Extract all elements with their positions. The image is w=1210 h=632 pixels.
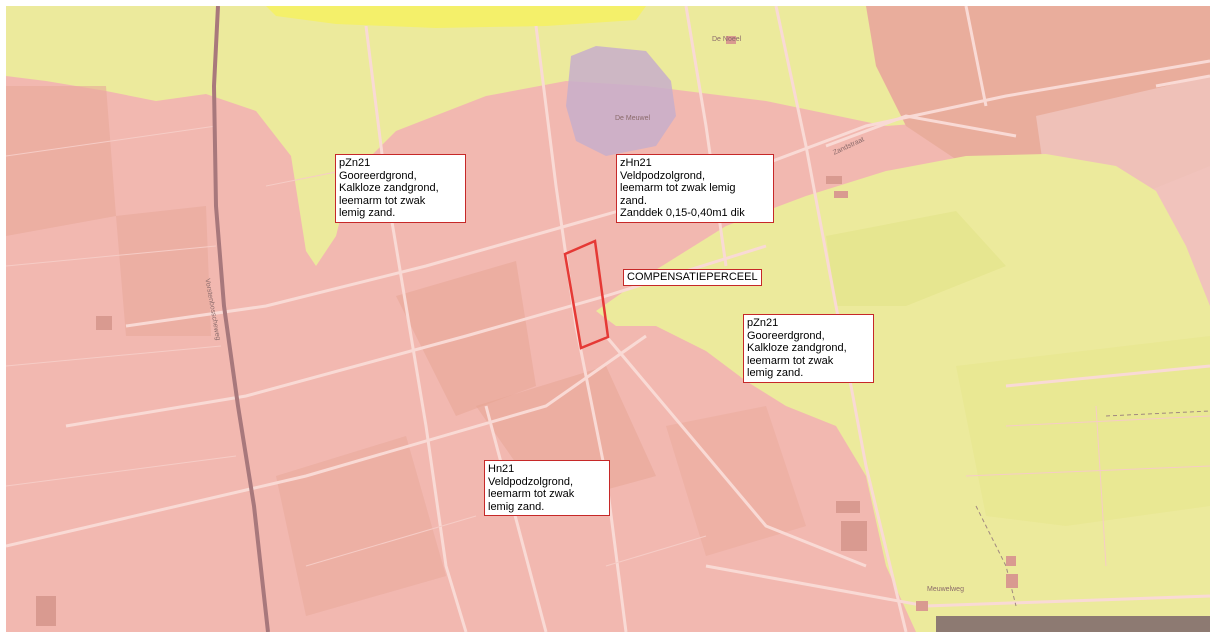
label-line: lemig zand.: [339, 207, 396, 219]
soil-area-bright-yellow: [266, 6, 646, 28]
label-line: leemarm tot zwak lemig: [620, 182, 736, 194]
label-line: pZn21: [339, 157, 371, 169]
compensation-parcel-label: COMPENSATIEPERCEEL: [623, 269, 762, 286]
label-line: Kalkloze zandgrond,: [747, 342, 847, 354]
label-line: leemarm tot zwak: [339, 194, 426, 207]
soil-label-pzn21-north: pZn21 Gooreerdgrond, Kalkloze zandgrond,…: [335, 154, 466, 223]
compensation-parcel-outline[interactable]: [563, 239, 610, 350]
soil-label-pzn21-east: pZn21 Gooreerdgrond, Kalkloze zandgrond,…: [743, 314, 874, 383]
soil-area-yellow-se-inner: [956, 336, 1210, 526]
field-center-2: [476, 366, 656, 506]
soil-label-zhn21: zHn21 Veldpodzolgrond, leemarm tot zwak …: [616, 154, 774, 223]
place-name-de-meuwel: De Meuwel: [615, 115, 651, 122]
label-line: leemarm tot zwak: [747, 354, 834, 367]
label-line: pZn21: [747, 317, 779, 329]
label-line: lemig zand.: [747, 367, 804, 379]
railway-line: [211, 6, 270, 632]
label-line: Gooreerdgrond,: [747, 329, 825, 342]
label-line: zHn21: [620, 157, 652, 169]
label-line: Kalkloze zandgrond,: [339, 182, 439, 194]
dashed-boundary: [975, 410, 1210, 607]
soil-map[interactable]: De Meuwel De Noeel Vorstenbosscheweg Zan…: [6, 6, 1210, 632]
parcel-boundaries: [6, 125, 1210, 567]
label-line: Gooreerdgrond,: [339, 169, 417, 182]
soil-label-hn21: Hn21 Veldpodzolgrond, leemarm tot zwak l…: [484, 460, 610, 516]
soil-area-yellow-east-inner: [826, 211, 1006, 306]
label-line: leemarm tot zwak: [488, 488, 575, 500]
road-name-meuwelweg: Meuwelweg: [927, 586, 964, 593]
label-line: Veldpodzolgrond,: [488, 475, 574, 488]
water-de-meuwel: [566, 46, 676, 156]
place-name-de-noeel: De Noeel: [712, 36, 742, 43]
label-line: Veldpodzolgrond,: [620, 169, 706, 182]
field-west-1: [6, 86, 116, 236]
label-line: Hn21: [488, 463, 515, 475]
field-center-1: [396, 261, 536, 416]
label-line: Zanddek 0,15-0,40m1 dik: [620, 207, 745, 219]
buildings: [36, 36, 1018, 626]
soil-map-canvas: [6, 6, 1210, 632]
field-south-1: [276, 436, 446, 616]
field-west-2: [116, 206, 211, 336]
label-line: lemig zand.: [488, 500, 545, 513]
field-south-2: [666, 406, 806, 556]
soil-area-dark-corner: [936, 616, 1210, 632]
label-line: zand.: [620, 194, 647, 207]
